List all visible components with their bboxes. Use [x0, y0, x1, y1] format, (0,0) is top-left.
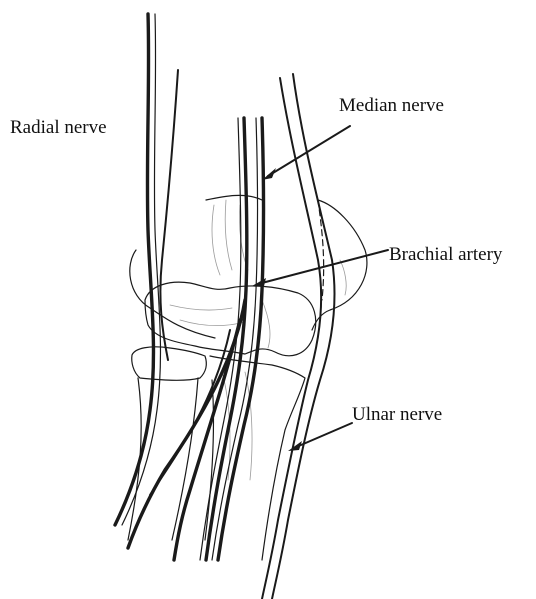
radius-head: [132, 347, 207, 380]
brachial-artery-line: [206, 118, 247, 560]
ulnar-nerve-label: Ulnar nerve: [352, 405, 442, 424]
radial-nerve-label: Radial nerve: [10, 118, 107, 137]
trochlea-outline: [145, 282, 316, 356]
brachial-artery-label: Brachial artery: [389, 245, 502, 264]
median-nerve-arrow: [262, 126, 350, 180]
radial-nerve-line: [115, 14, 153, 525]
median-nerve-label: Median nerve: [339, 96, 444, 115]
